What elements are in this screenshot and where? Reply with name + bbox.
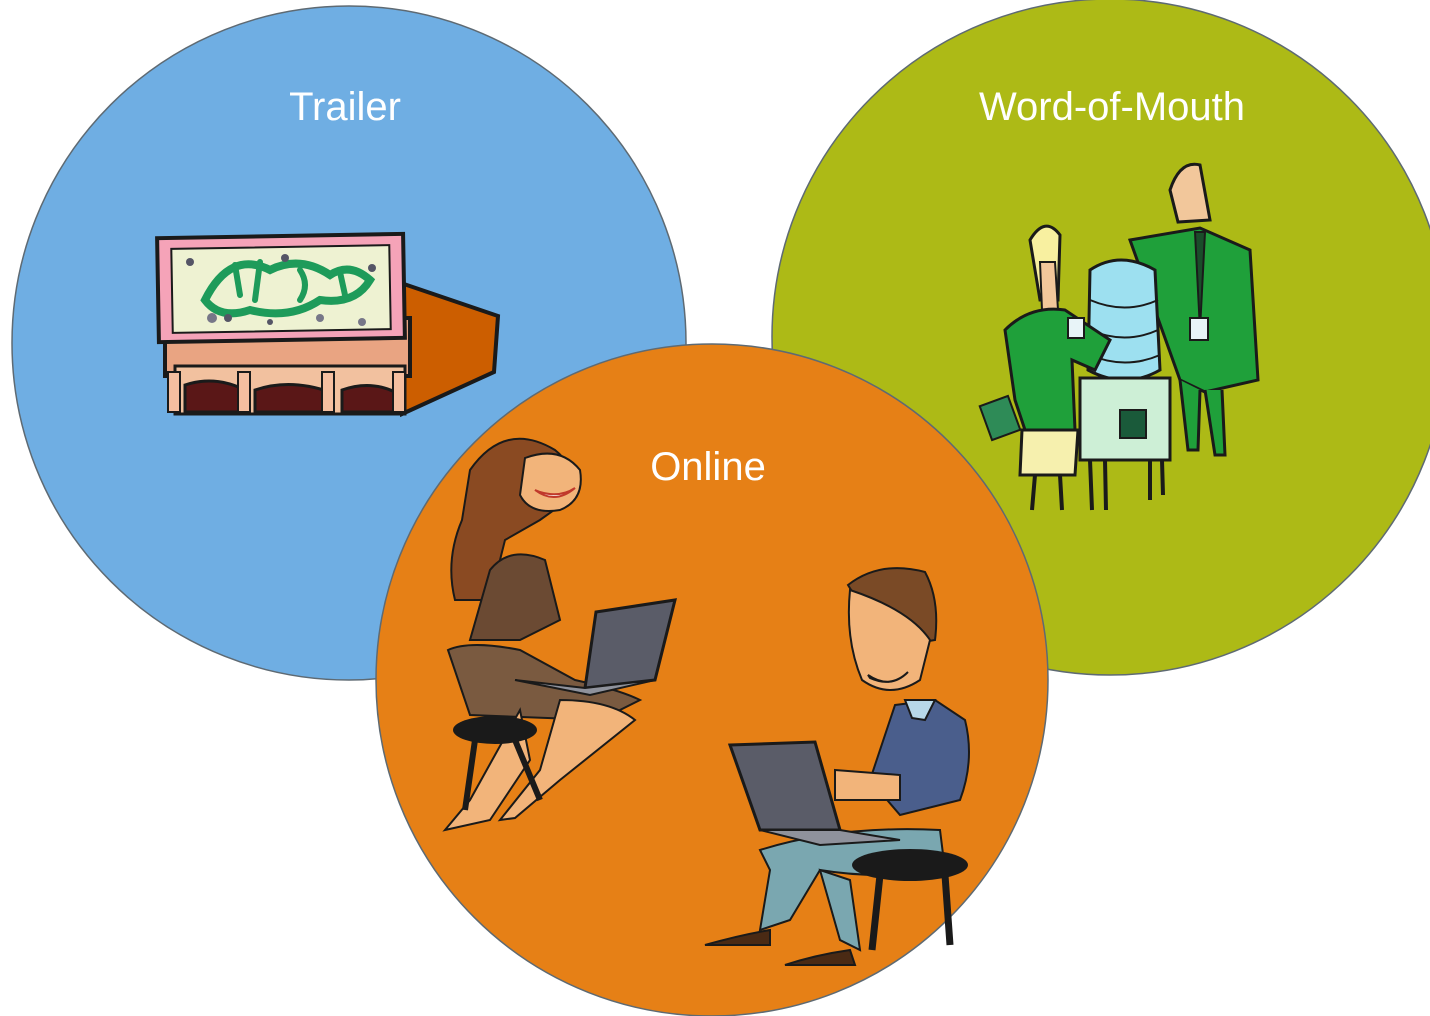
man-with-laptop-icon <box>704 567 970 966</box>
people-with-laptops-icon <box>442 437 970 966</box>
online-label: Online <box>650 445 766 489</box>
movie-theater-icon <box>155 231 501 418</box>
online-circle-group: Online <box>375 343 1049 1016</box>
word-of-mouth-label: Word-of-Mouth <box>979 85 1245 129</box>
woman-with-laptop-icon <box>442 437 678 832</box>
trailer-label: Trailer <box>289 85 401 129</box>
trailer-circle-group: Trailer <box>11 5 687 681</box>
water-cooler-conversation-icon <box>978 162 1260 511</box>
